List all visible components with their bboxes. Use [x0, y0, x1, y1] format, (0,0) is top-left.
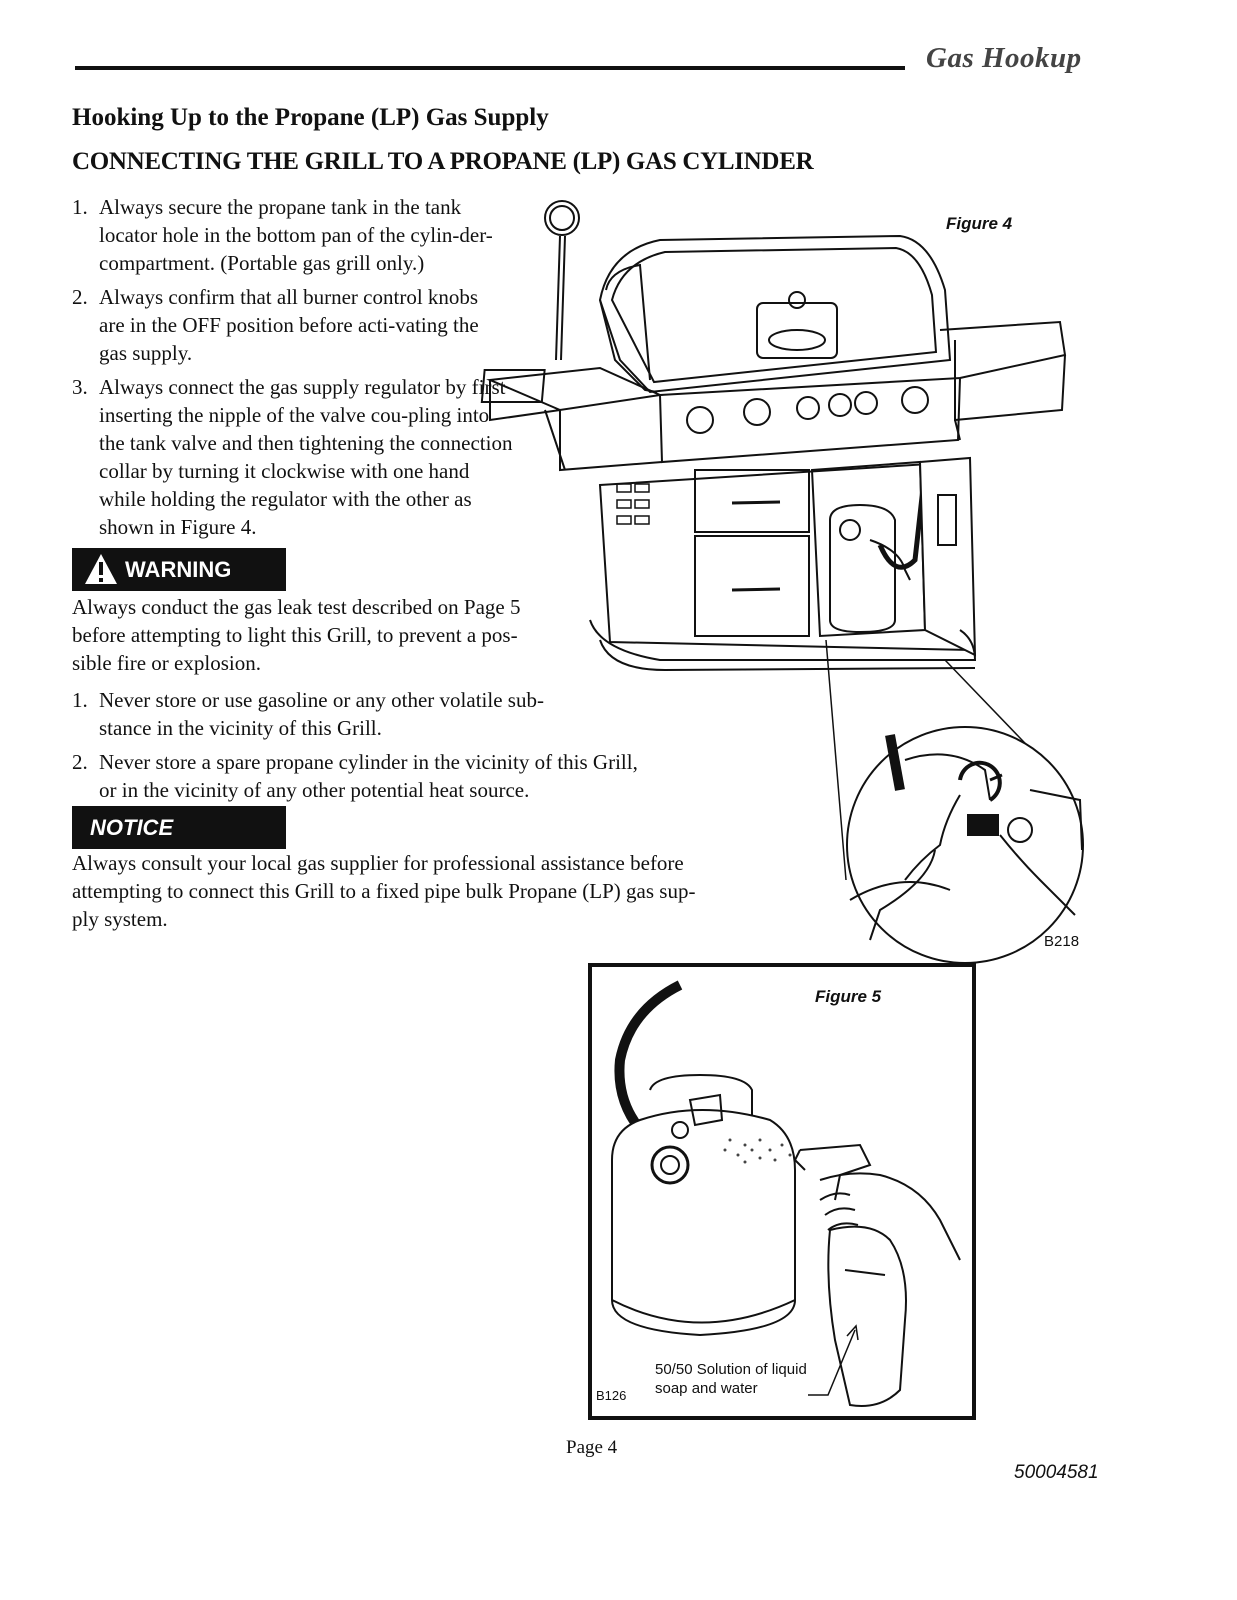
notice-label: NOTICE: [90, 815, 174, 840]
figure5-code: B126: [596, 1388, 627, 1403]
warning-item: 1.Never store or use gasoline or any oth…: [72, 688, 544, 740]
warning-icon: [85, 554, 117, 584]
document-number: 50004581: [1014, 1462, 1099, 1483]
figure5-label: Figure 5: [815, 987, 882, 1006]
figure5-callout: 50/50 Solution of liquid soap and water: [655, 1361, 807, 1397]
notice-badge: NOTICE: [72, 806, 286, 849]
warning-item: 2.Never store a spare propane cylinder i…: [72, 750, 638, 802]
figure4-grill-illustration: [480, 200, 1084, 964]
page-subheading: CONNECTING THE GRILL TO A PROPANE (LP) G…: [72, 148, 814, 175]
notice-text: Always consult your local gas supplier f…: [72, 851, 696, 931]
figure4-label: Figure 4: [946, 214, 1013, 233]
section-title: Gas Hookup: [926, 42, 1082, 74]
step-item: 3.Always connect the gas supply regulato…: [72, 375, 513, 539]
steps-list: 1.Always secure the propane tank in the …: [72, 193, 512, 547]
page-heading: Hooking Up to the Propane (LP) Gas Suppl…: [72, 104, 549, 131]
step-item: 2.Always confirm that all burner control…: [72, 285, 479, 365]
figure5-frame: [588, 963, 976, 1420]
page-number: Page 4: [566, 1437, 618, 1458]
header-rule: [75, 66, 905, 70]
warning-label: WARNING: [125, 557, 232, 582]
figure4-code: B218: [1044, 933, 1080, 950]
warning-badge: WARNING: [72, 548, 286, 591]
warning-text: Always conduct the gas leak test describ…: [72, 595, 521, 675]
step-item: 1.Always secure the propane tank in the …: [72, 195, 493, 275]
warning-list: 1.Never store or use gasoline or any oth…: [72, 686, 638, 810]
